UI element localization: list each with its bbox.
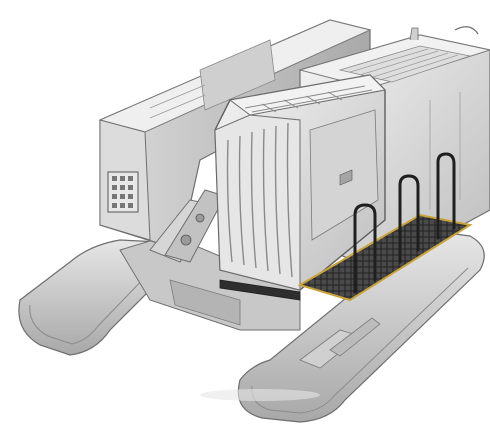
handrails [353,152,456,294]
operator-cab [214,74,387,291]
walkway-platform [219,213,473,302]
cab-guard-bars [226,122,293,278]
boom-linkage [149,189,226,263]
ground-shadow [200,389,320,401]
control-panel [107,171,139,213]
roof-guard [244,85,373,113]
